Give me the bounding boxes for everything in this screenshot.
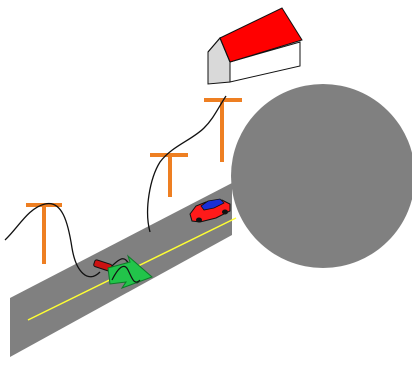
utility-pole-left (28, 205, 60, 262)
utility-pole-middle (152, 155, 186, 195)
cul-de-sac (231, 84, 412, 268)
house-icon (208, 8, 302, 84)
